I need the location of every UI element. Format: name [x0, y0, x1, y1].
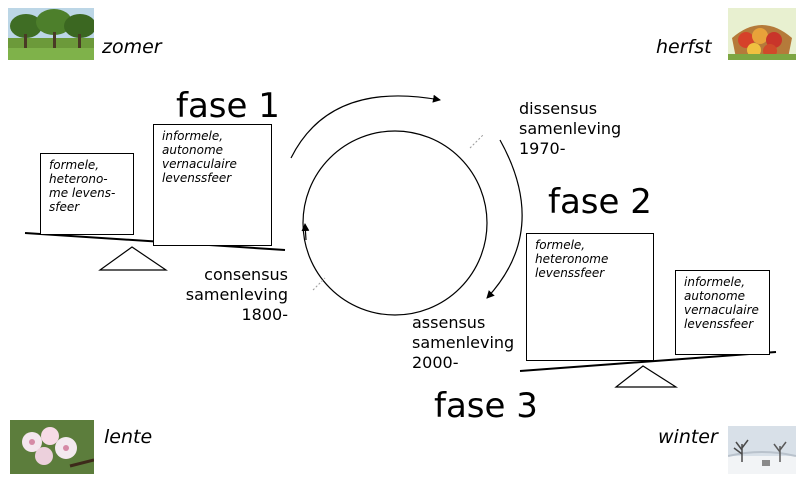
phase1-informal-sphere-box: informele, autonome vernaculaire levenss…: [153, 124, 272, 246]
dissensus-label: dissensus samenleving 1970-: [519, 99, 622, 158]
phase2-formal-sphere-box: formele, heteronome levenssfeer: [526, 233, 654, 361]
phase-3-title: fase 3: [434, 386, 538, 426]
phase-1-title: fase 1: [176, 86, 280, 126]
phase2-informal-sphere-box: informele, autonome vernaculaire levenss…: [675, 270, 770, 355]
phase-2-title: fase 2: [548, 182, 652, 222]
autumn-fruit-photo: [728, 8, 796, 60]
season-label-spring: lente: [104, 426, 153, 448]
cycle-circle: [302, 130, 488, 316]
balance-beam-phase2: [519, 351, 777, 372]
summer-orchard-photo: [8, 8, 94, 60]
cycle-arrow-left: [301, 223, 310, 241]
cycle-arrow-top: [290, 94, 441, 159]
season-label-autumn: herfst: [656, 36, 712, 58]
spring-blossom-photo: [10, 420, 94, 474]
balance-fulcrum-phase1: [98, 246, 168, 271]
balance-fulcrum-phase2: [614, 365, 679, 388]
season-label-winter: winter: [658, 426, 718, 448]
assensus-label: assensus samenleving 2000-: [412, 313, 515, 372]
dotted-divider-top: [469, 134, 484, 149]
dotted-divider-bottom: [312, 277, 326, 291]
winter-snow-photo: [728, 426, 796, 474]
season-label-summer: zomer: [102, 36, 162, 58]
consensus-label: consensus samenleving 1800-: [185, 265, 288, 324]
cycle-arrow-right: [486, 139, 523, 299]
phase1-formal-sphere-box: formele, heterono- me levens- sfeer: [40, 153, 134, 235]
